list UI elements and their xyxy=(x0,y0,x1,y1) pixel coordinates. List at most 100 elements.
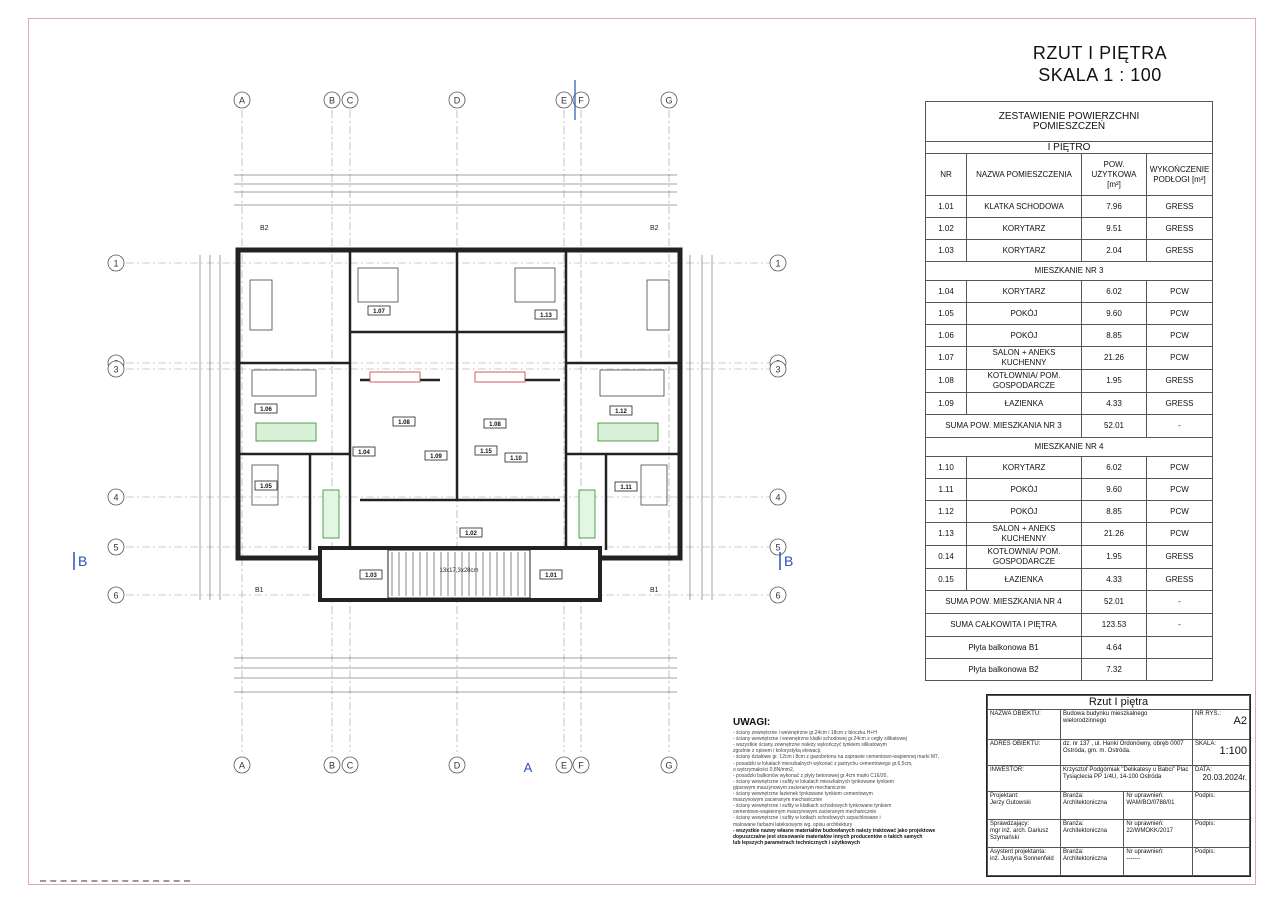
axis-label: 1 xyxy=(775,259,780,269)
apt3-nr: 1.07 xyxy=(925,346,967,370)
balcony-label: B1 xyxy=(650,587,659,594)
apt4-finish: PCW xyxy=(1146,456,1213,479)
axis-label: 4 xyxy=(775,493,780,503)
tb-perm: WAM/BO/0788/01 xyxy=(1126,800,1175,806)
outer-wall xyxy=(235,247,683,561)
apt4-name: POKÓJ xyxy=(966,478,1082,501)
apt4-nr: 1.12 xyxy=(925,500,967,523)
section-mark-b: B xyxy=(784,553,793,569)
sign-cell: Podpis: xyxy=(1192,791,1250,820)
room-tag: 1.11 xyxy=(620,485,632,491)
axis-bubble xyxy=(769,538,787,556)
axis-label: 3 xyxy=(775,365,780,375)
note-bold-line: lub lepszych parametrach technicznych i … xyxy=(733,839,860,846)
header-name: NAZWA POMIESZCZENIA xyxy=(966,153,1082,196)
tb-sign: Podpis: xyxy=(1195,793,1216,799)
room-tag: 1.06 xyxy=(260,407,272,413)
room-tag: 1.10 xyxy=(510,456,522,462)
apt4-area: 9.60 xyxy=(1081,478,1147,501)
title-block: Rzut I piętra NAZWA OBIEKTU: Budowa budy… xyxy=(986,694,1251,877)
sign-cell: Podpis: xyxy=(1192,847,1250,876)
apt3-finish: GRESS xyxy=(1146,369,1213,393)
apt4-area: 8.85 xyxy=(1081,500,1147,523)
axis-label: 5 xyxy=(775,543,780,553)
room-tag-box xyxy=(483,418,507,429)
axis-label: F xyxy=(578,96,584,106)
axis-bubble xyxy=(555,91,573,109)
note-line: - posadzki w lokalach mieszkalnych wykon… xyxy=(733,760,913,767)
perm-cell: Nr uprawnień:22/WMOKK/2017 xyxy=(1123,819,1193,848)
obj-value: Budowa budynku mieszkalnego wielorodzinn… xyxy=(1060,709,1193,740)
apt3-finish: PCW xyxy=(1146,280,1213,303)
axis-bubble xyxy=(107,254,125,272)
room-tag: 1.08 xyxy=(398,420,410,426)
apt3-area: 1.95 xyxy=(1081,369,1147,393)
axis-bubble xyxy=(660,756,678,774)
common-nr: 1.01 xyxy=(925,195,967,218)
note-line: - ściany wewnętrzne i wewnętrzne klatki … xyxy=(733,736,907,743)
tb-branch: Architektoniczna xyxy=(1063,856,1108,862)
scale-label: SKALA: xyxy=(1195,741,1217,747)
common-finish: GRESS xyxy=(1146,195,1213,218)
note-line: - ściany działowe gr. 12cm i 8cm z gazob… xyxy=(733,754,940,761)
apt4-nr: 0.15 xyxy=(925,568,967,591)
notes-lines: - ściany zewnętrzne i wewnętrzne gr.24cm… xyxy=(733,730,961,828)
section-mark-a: A xyxy=(524,760,533,775)
balcony-label: B1 xyxy=(255,587,264,594)
note-line: maszynowym zacieranym mechanicznie xyxy=(733,797,823,804)
axis-bubble xyxy=(555,756,573,774)
axis-bubble xyxy=(107,586,125,604)
apt3-finish: PCW xyxy=(1146,346,1213,370)
apt3-finish: PCW xyxy=(1146,302,1213,325)
common-area: 9.51 xyxy=(1081,217,1147,240)
apt3-area: 9.60 xyxy=(1081,302,1147,325)
tb-perm_label: Nr uprawnień: xyxy=(1126,793,1164,799)
room-tag-box xyxy=(534,309,558,320)
apt4-title: MIESZKANIE NR 4 xyxy=(925,437,1213,457)
apt4-sum-label: SUMA POW. MIESZKANIA NR 4 xyxy=(925,590,1082,614)
wardrobe xyxy=(578,489,596,539)
note-line: - wszystkie ściany zewnętrzne należy wyk… xyxy=(733,742,887,749)
axis-bubble xyxy=(448,91,466,109)
total-label: SUMA CAŁKOWITA I PIĘTRA xyxy=(925,613,1082,637)
addr-value: dz. nr 137 , ul. Hanki Ordonówny, obręb … xyxy=(1060,739,1193,766)
tb-perm_label: Nr uprawnień: xyxy=(1126,849,1164,855)
kitchen-unit xyxy=(369,371,421,383)
tb-branch_label: Branża: xyxy=(1063,849,1084,855)
addr-label: ADRES OBIEKTU: xyxy=(987,739,1061,766)
axis-label: D xyxy=(454,761,461,771)
common-area: 7.96 xyxy=(1081,195,1147,218)
common-area: 2.04 xyxy=(1081,239,1147,262)
total-area: 123.53 xyxy=(1081,613,1147,637)
apt3-nr: 1.05 xyxy=(925,302,967,325)
balcony-b2-label: Płyta balkonowa B2 xyxy=(925,658,1082,681)
common-finish: GRESS xyxy=(1146,239,1213,262)
room-tag-box xyxy=(539,569,563,580)
axis-label: C xyxy=(347,761,354,771)
apt3-area: 21.26 xyxy=(1081,346,1147,370)
table-title-2: POMIESZCZEŃ xyxy=(1032,120,1106,132)
balcony-b2-empty xyxy=(1146,658,1213,681)
note-line: zgodnie z opisem i kolorystyką elewacji, xyxy=(733,748,822,755)
common-nr: 1.02 xyxy=(925,217,967,240)
floor-plan: AABBCCDDEEFFGG112233445566AABB13x17,3x28… xyxy=(73,80,793,775)
total-finish: - xyxy=(1146,613,1213,637)
room-tag-box xyxy=(504,452,528,463)
axis-bubble xyxy=(769,254,787,272)
axis-label: G xyxy=(665,96,672,106)
axis-label: E xyxy=(561,761,567,771)
axis-bubble xyxy=(107,538,125,556)
axis-bubble xyxy=(660,91,678,109)
branch-cell: Branża:Architektoniczna xyxy=(1059,819,1125,848)
balcony-label: B2 xyxy=(650,225,659,232)
room-tag-box xyxy=(392,416,416,427)
nr-value: A2 xyxy=(1233,715,1247,727)
room-tag: 1.15 xyxy=(480,449,492,455)
date-cell: DATA:20.03.2024r. xyxy=(1192,765,1250,792)
room-tag-box xyxy=(609,405,633,416)
